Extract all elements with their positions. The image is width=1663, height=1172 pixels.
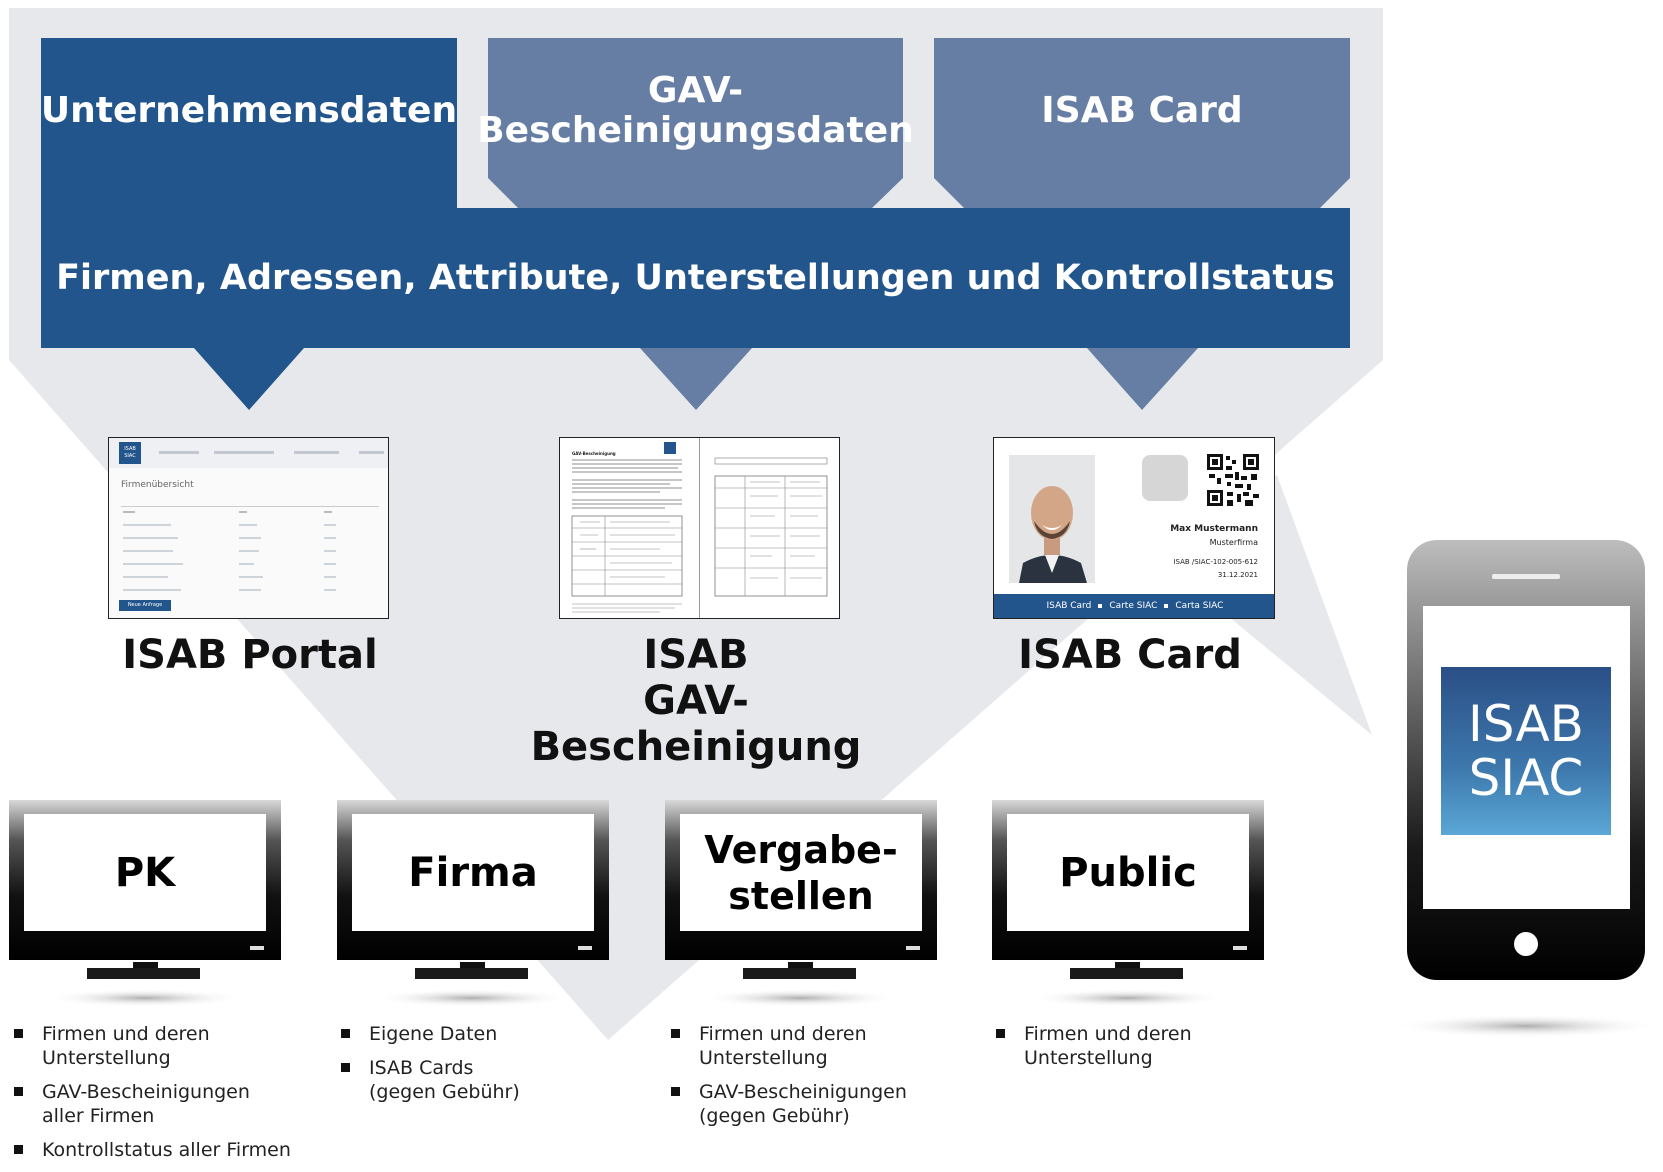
audience-firma: Firma [408, 849, 538, 896]
monitor-firma [337, 800, 609, 1007]
arrow-portal [194, 348, 304, 410]
data-bar: Firmen, Adressen, Attribute, Unterstellu… [41, 208, 1350, 348]
card-photo [1009, 455, 1095, 583]
product-label-card: ISAB Card [1018, 632, 1242, 678]
bullets-public: Firmen und deren Unterstellung [992, 1022, 1292, 1080]
box-gav-bescheinigungsdaten: GAV- Bescheinigungsdaten [477, 38, 914, 184]
card-footer-fr: Carte SIAC [1109, 601, 1158, 611]
smartphone [1391, 540, 1661, 1038]
arrow-card [1087, 348, 1198, 410]
box-unternehmensdaten: Unternehmensdaten [41, 38, 457, 184]
list-item: ISAB Cards (gegen Gebühr) [337, 1056, 637, 1104]
monitor-public [992, 800, 1264, 1007]
list-item: Firmen und deren Unterstellung [667, 1022, 967, 1070]
list-item: GAV-Bescheinigungen aller Firmen [10, 1080, 310, 1128]
monitor-vergabestellen [665, 800, 937, 1007]
box-label: Unternehmensdaten [40, 90, 458, 131]
card-footer-it: Carta SIAC [1175, 601, 1224, 611]
box-gav-bg [488, 38, 903, 208]
arrow-gav [640, 348, 752, 410]
card-holder-name: Max Mustermann [1170, 524, 1258, 534]
bullets-firma: Eigene Daten ISAB Cards (gegen Gebühr) [337, 1022, 637, 1114]
doc-title: GAV-Bescheinigung [572, 451, 616, 456]
square-bullet-icon [1164, 604, 1169, 608]
bar-label: Firmen, Adressen, Attribute, Unterstellu… [56, 258, 1335, 298]
portal-button: Neue Anfrage [119, 600, 171, 611]
list-item: Firmen und deren Unterstellung [10, 1022, 310, 1070]
person-photo-icon [1009, 455, 1095, 583]
box-isabcard-bg [934, 38, 1350, 208]
list-item: Eigene Daten [337, 1022, 637, 1046]
isab-card-thumbnail: Max Mustermann Musterfirma ISAB /SIAC-10… [993, 437, 1275, 619]
portal-thumbnail: ISAB SIAC Firmenübersicht Neue Anfrage [108, 437, 389, 619]
monitor-pk [9, 800, 281, 1007]
box-isab-card: ISAB Card [934, 38, 1350, 184]
app-line2: SIAC [1468, 749, 1584, 807]
portal-logo: ISAB SIAC [119, 442, 141, 464]
card-date: 31.12.2021 [1217, 571, 1258, 579]
gav-document-thumbnail: GAV-Bescheinigung [559, 437, 840, 619]
list-item: Kontrollstatus aller Firmen [10, 1138, 310, 1162]
bullets-pk: Firmen und deren Unterstellung GAV-Besch… [10, 1022, 310, 1172]
portal-title: Firmenübersicht [121, 480, 194, 490]
card-footer: ISAB Card Carte SIAC Carta SIAC [994, 594, 1274, 618]
card-footer-de: ISAB Card [1046, 601, 1092, 611]
audience-pk: PK [114, 849, 176, 896]
product-label-gav: ISAB GAV-Bescheinigung [530, 632, 862, 770]
audience-vergabestellen: Vergabe- stellen [704, 827, 898, 918]
card-chip [1142, 455, 1188, 501]
doc-lines [571, 457, 828, 613]
card-company: Musterfirma [1209, 538, 1258, 547]
qr-code-icon [1207, 454, 1259, 506]
card-id: ISAB /SIAC-102-005-612 [1173, 558, 1258, 566]
list-item: Firmen und deren Unterstellung [992, 1022, 1292, 1070]
box-label: GAV- Bescheinigungsdaten [477, 70, 914, 151]
bullets-vergabestellen: Firmen und deren Unterstellung GAV-Besch… [667, 1022, 967, 1138]
app-icon-isab-siac: ISAB SIAC [1441, 667, 1611, 835]
bar-bg [41, 208, 1350, 348]
product-label-portal: ISAB Portal [122, 632, 378, 678]
square-bullet-icon [1098, 604, 1103, 608]
box-unternehmensdaten-bg [41, 38, 457, 208]
audience-public: Public [1059, 849, 1197, 896]
box-label: ISAB Card [1041, 90, 1243, 131]
app-line1: ISAB [1468, 695, 1584, 753]
list-item: GAV-Bescheinigungen (gegen Gebühr) [667, 1080, 967, 1128]
